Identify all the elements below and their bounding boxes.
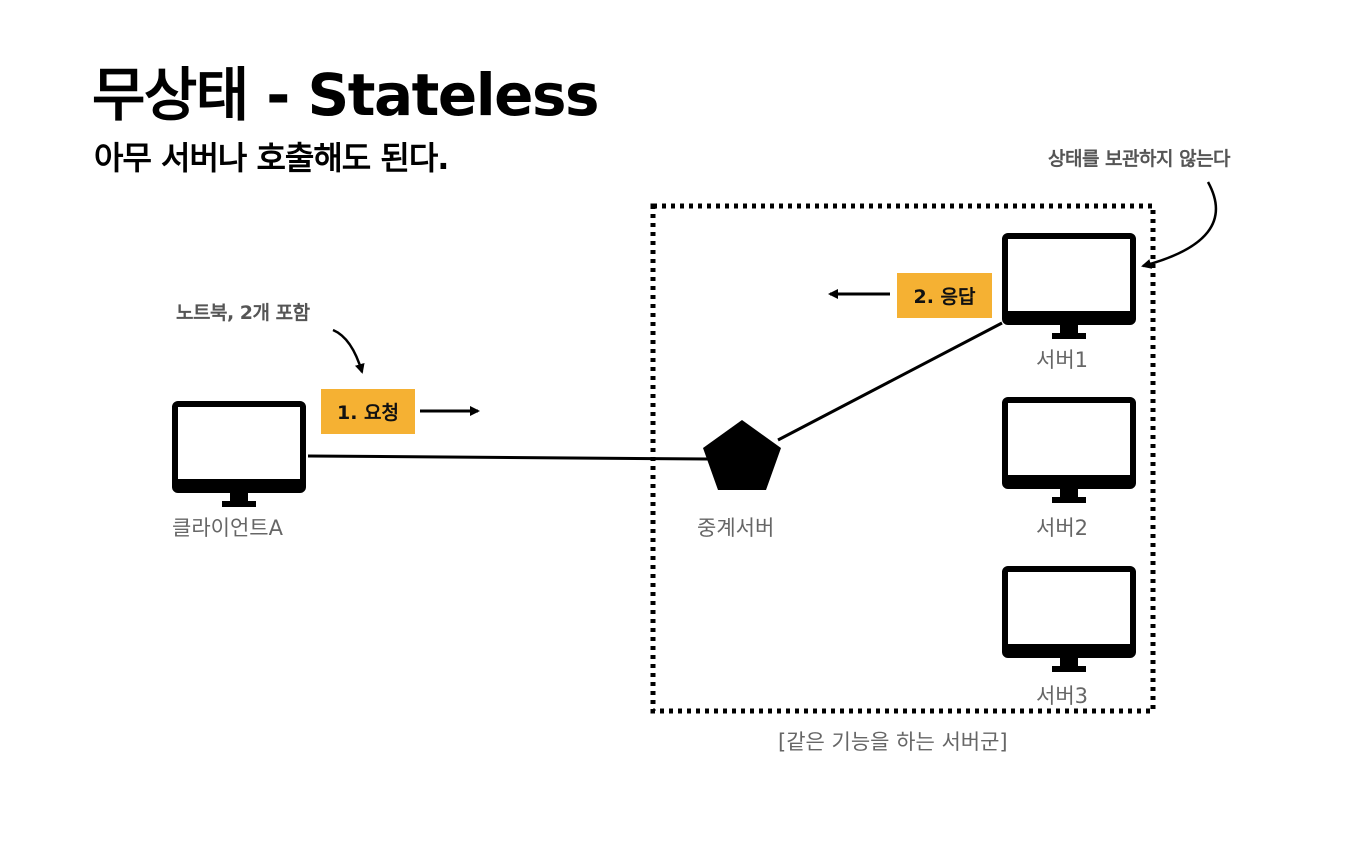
client-monitor-icon — [175, 404, 303, 507]
proxy-server1-connection — [777, 321, 1003, 442]
server1-monitor-icon — [1005, 236, 1133, 339]
laptop-note: 노트북, 2개 포함 — [176, 302, 310, 324]
laptop-note-arrow-icon — [332, 328, 365, 374]
server-group-label: [같은 기능을 하는 서버군] — [778, 730, 1008, 754]
server3-label: 서버3 — [1036, 684, 1089, 708]
server1-label: 서버1 — [1036, 348, 1089, 372]
request-tag: 1. 요청 — [321, 389, 415, 434]
page-subtitle: 아무 서버나 호출해도 된다. — [94, 139, 449, 177]
server2-monitor-icon — [1005, 400, 1133, 503]
client-label: 클라이언트A — [172, 516, 283, 540]
server2-label: 서버2 — [1036, 516, 1089, 540]
stateless-note-arrow-icon — [1141, 181, 1218, 269]
page-title: 무상태 - Stateless — [92, 61, 600, 129]
stateless-note: 상태를 보관하지 않는다 — [1048, 148, 1231, 170]
proxy-label: 중계서버 — [697, 516, 775, 540]
response-tag: 2. 응답 — [897, 273, 992, 318]
client-proxy-connection — [307, 454, 709, 461]
server3-monitor-icon — [1005, 569, 1133, 672]
proxy-pentagon-icon — [703, 420, 781, 490]
